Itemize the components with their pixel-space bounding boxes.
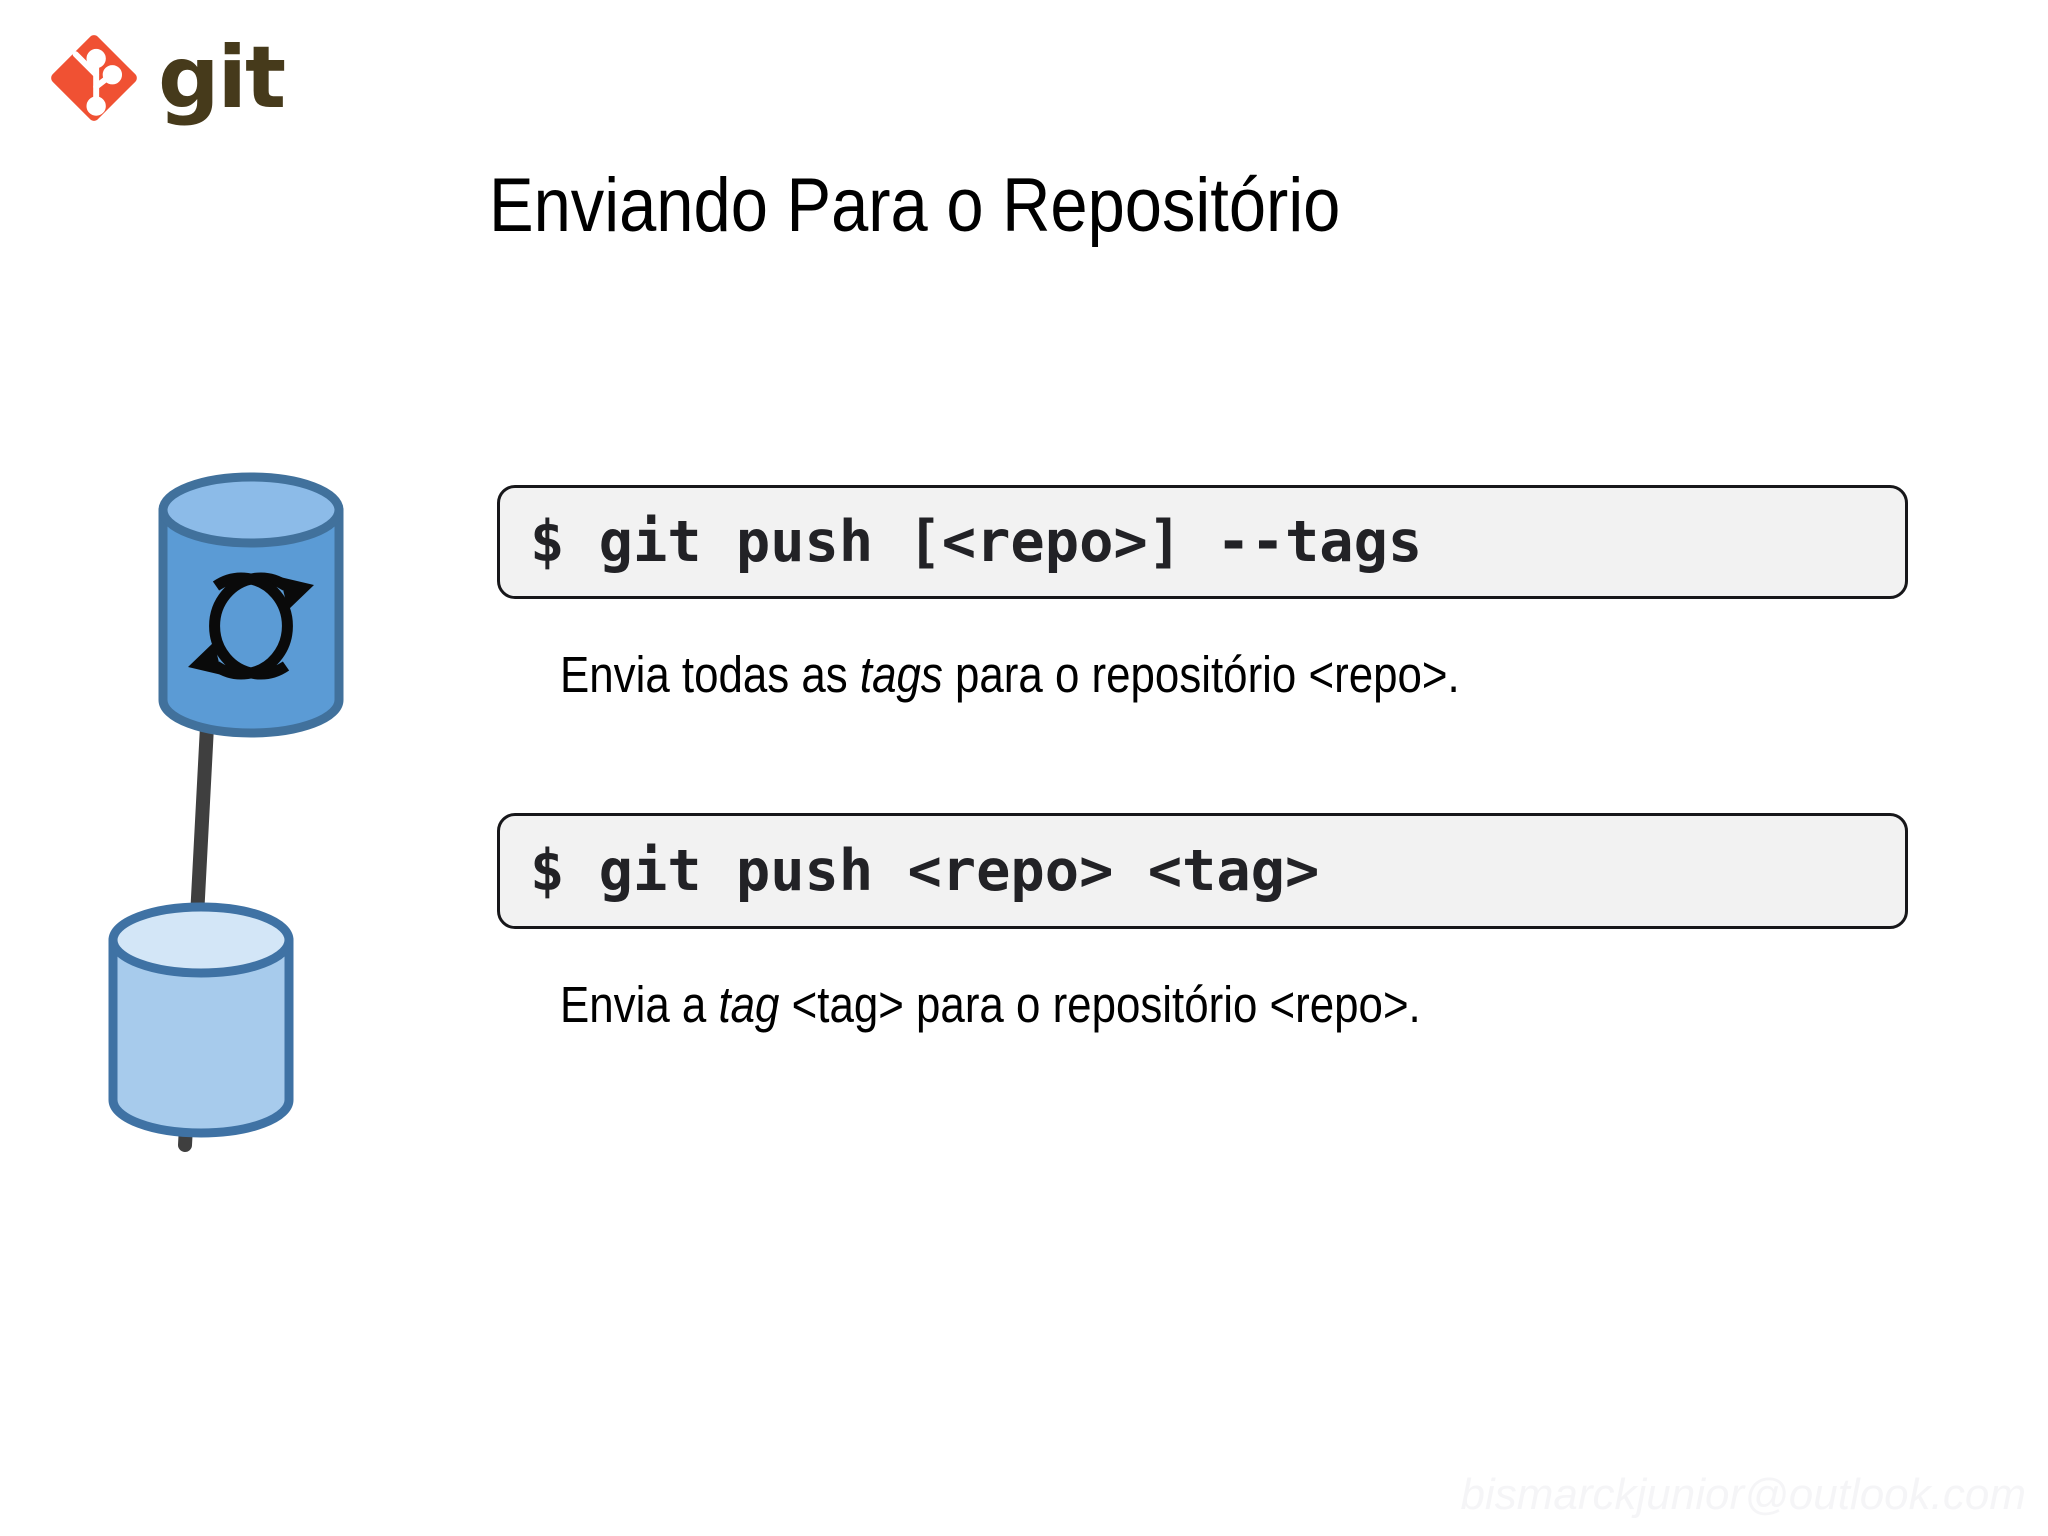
page-title: Enviando Para o Repositório bbox=[489, 163, 1341, 248]
command-description-push-single-tag: Envia a tag <tag> para o repositório <re… bbox=[560, 975, 1421, 1035]
command-text: $ git push [<repo>] --tags bbox=[530, 509, 1423, 575]
git-diamond-icon bbox=[51, 35, 137, 121]
command-text: $ git push <repo> <tag> bbox=[530, 838, 1320, 904]
sync-icon-arrowheads bbox=[188, 577, 314, 675]
command-box-push-all-tags[interactable]: $ git push [<repo>] --tags bbox=[497, 485, 1908, 599]
git-logo: git bbox=[40, 24, 300, 134]
push-to-repository-diagram bbox=[90, 455, 430, 1155]
command-description-push-all-tags: Envia todas as tags para o repositório <… bbox=[560, 645, 1460, 705]
desc-part: para o repositório <repo>. bbox=[942, 646, 1460, 703]
command-box-push-single-tag[interactable]: $ git push <repo> <tag> bbox=[497, 813, 1908, 929]
git-wordmark: git bbox=[158, 28, 286, 128]
desc-part: Envia todas as bbox=[560, 646, 860, 703]
desc-part: <tag> para o repositório <repo>. bbox=[779, 976, 1421, 1033]
remote-repository-cylinder bbox=[158, 472, 344, 738]
local-repository-cylinder bbox=[108, 902, 294, 1138]
sync-icon bbox=[209, 572, 293, 680]
desc-part-italic: tags bbox=[859, 646, 943, 703]
desc-part-italic: tag bbox=[718, 976, 780, 1033]
watermark: bismarckjunior@outlook.com bbox=[1460, 1470, 2026, 1519]
desc-part: Envia a bbox=[560, 976, 719, 1033]
